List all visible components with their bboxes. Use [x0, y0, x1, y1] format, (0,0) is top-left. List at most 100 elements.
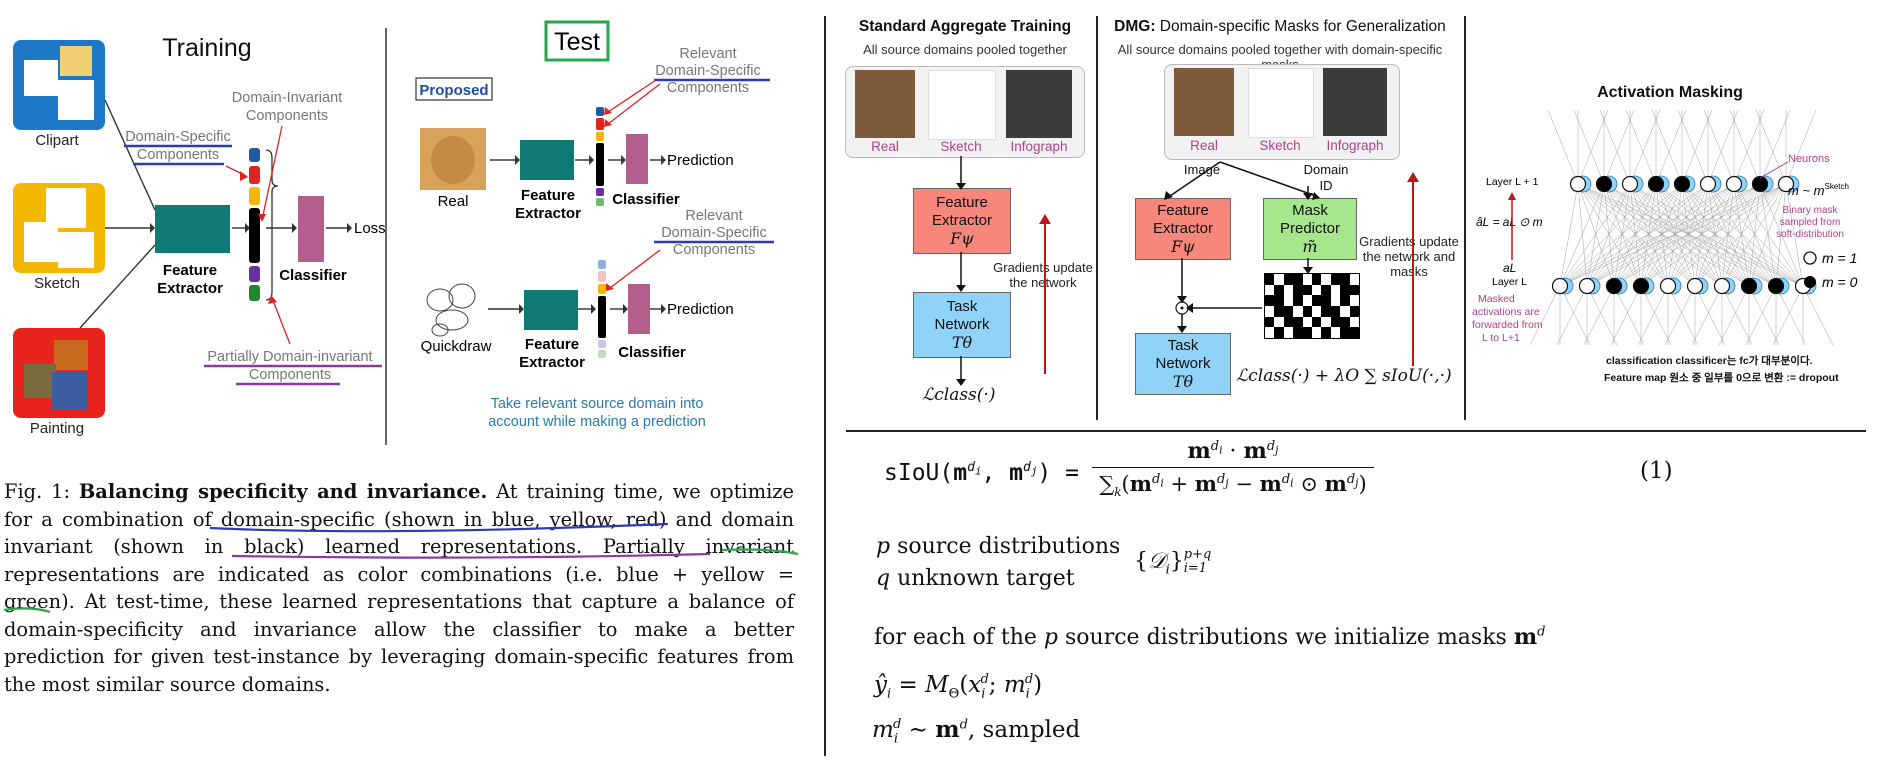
take-relevant-note-1: Take relevant source domain into: [491, 396, 704, 412]
neuron: [1659, 277, 1677, 295]
caption-text: At training time, we optimize for a comb…: [4, 480, 794, 696]
train-classifier-label: Classifier: [279, 267, 347, 284]
legend-m1-marker: [1803, 251, 1817, 265]
standard-image-infograph: [1006, 70, 1072, 138]
neuron: [1551, 277, 1569, 295]
mask-cell: [1283, 316, 1294, 328]
init-masks-text: for each of the p source distributions w…: [874, 624, 1546, 650]
training-title: Training: [162, 34, 251, 62]
relevant-2-line3: Components: [673, 242, 755, 258]
standard-task-network: Task Network Tθ: [913, 292, 1011, 358]
p-source-text: p source distributions: [876, 534, 1121, 559]
standard-label-real: Real: [871, 139, 899, 154]
siou-name: sIoU(mdi, mdj) =: [884, 460, 1079, 486]
mask-cell: [1265, 295, 1275, 306]
train-feature-vector: [249, 148, 260, 301]
mask-cell: [1265, 274, 1275, 285]
mask-cell: [1312, 274, 1322, 285]
mask-cell: [1302, 295, 1312, 306]
activation-title: Activation Masking: [1597, 84, 1743, 101]
mask-cell: [1312, 295, 1322, 306]
mask-cell: [1321, 327, 1331, 338]
mask-cell: [1283, 327, 1294, 338]
standard-image-real: [855, 70, 915, 138]
mask-cell: [1283, 274, 1294, 285]
neuron: [1725, 175, 1743, 193]
dmg-image-label: Image: [1183, 162, 1221, 177]
mask-cell: [1340, 316, 1350, 328]
mask-cell: [1321, 295, 1331, 306]
mask-cell: [1274, 306, 1284, 317]
dmg-label-real: Real: [1190, 138, 1218, 153]
domain-invariant-label-1: Domain-Invariant: [232, 90, 342, 106]
domain-invariant-label-2: Components: [246, 108, 328, 124]
q-target-text: q unknown target: [876, 566, 1075, 591]
mask-cell: [1293, 306, 1303, 317]
mask-cell: [1321, 274, 1331, 285]
mask-cell: [1283, 306, 1294, 317]
korean-note-1: classification classificer는 fc가 대부분이다.: [1606, 355, 1813, 367]
dmg-title-bold: DMG:: [1114, 18, 1156, 35]
test-classifier-1-label: Classifier: [612, 191, 680, 208]
mask-cell: [1340, 306, 1350, 317]
caption-annotations: [3, 522, 799, 614]
mask-cell: [1312, 316, 1322, 328]
clipart-tile: [13, 40, 105, 130]
masked-note-4: L to L+1: [1482, 332, 1520, 344]
dmg-image-sketch: [1248, 68, 1314, 138]
dmg-fe-symbol: Fψ: [1171, 237, 1195, 256]
train-fe-label-1: Feature: [163, 262, 217, 279]
painting-tile: [13, 328, 105, 418]
standard-fe-text: Feature Extractor: [931, 194, 992, 229]
sampled-equation: mid ∼ md, sampled: [872, 716, 1081, 747]
relevant-2-line2: Domain-Specific: [661, 225, 767, 241]
mask-cell: [1312, 306, 1322, 317]
legend-m0-label: m = 0: [1822, 274, 1858, 290]
test-fe2-label-2: Extractor: [519, 354, 585, 371]
left-figure: Clipart Sketch Painting Training Feature…: [13, 20, 774, 445]
dmg-label-sketch: Sketch: [1259, 138, 1301, 153]
neuron: [1578, 277, 1596, 295]
standard-title: Standard Aggregate Training: [858, 18, 1072, 35]
dmg-mp-symbol: m̃: [1302, 237, 1318, 256]
domain-specific-label-2: Components: [137, 147, 219, 163]
mask-cell: [1274, 316, 1284, 328]
domain-label-sketch: Sketch: [34, 275, 80, 292]
relevant-1-line3: Components: [667, 80, 749, 96]
mask-cell: [1274, 295, 1284, 306]
standard-tn-text: Task Network: [934, 298, 990, 333]
test-title-box: [544, 20, 610, 62]
mask-cell: [1349, 316, 1359, 328]
standard-label-infograph: Infograph: [1010, 139, 1068, 154]
activation-network: Neurons Layer L + 1 âL = aL ⊙ m aL Layer…: [1472, 110, 1858, 346]
relevant-1-line2: Domain-Specific: [655, 63, 761, 79]
mask-cell: [1265, 327, 1275, 338]
loss-label: Loss: [354, 220, 386, 237]
mask-cell: [1312, 284, 1322, 296]
masked-note-3: forwarded from: [1472, 319, 1543, 331]
legend-m0-marker: [1804, 276, 1816, 288]
neuron: [1740, 277, 1758, 295]
partially-invariant-label-2: Components: [249, 367, 331, 383]
mask-cell: [1330, 316, 1341, 328]
test-classifier-2: [628, 284, 650, 334]
test-classifier-2-label: Classifier: [618, 344, 686, 361]
train-fe-label-2: Extractor: [157, 280, 223, 297]
mask-cell: [1293, 295, 1303, 306]
standard-gradients-note: Gradients update the network: [993, 260, 1093, 290]
mask-cell: [1274, 274, 1284, 285]
korean-note-2: Feature map 원소 중 일부를 0으로 변환 := dropout: [1604, 372, 1839, 384]
mask-cell: [1340, 295, 1350, 306]
standard-arrows: [956, 156, 1051, 386]
test-title: Test: [554, 28, 600, 56]
sketch-tile: [13, 183, 105, 273]
dmg-label-infograph: Infograph: [1326, 138, 1384, 153]
neuron: [1777, 175, 1795, 193]
layer-top-label: Layer L + 1: [1486, 176, 1539, 188]
mask-cell: [1265, 284, 1275, 296]
mask-cell: [1321, 284, 1331, 296]
dmg-task-network: Task Network Tθ: [1135, 333, 1231, 395]
mask-cell: [1349, 295, 1359, 306]
mask-cell: [1274, 284, 1284, 296]
mask-cell: [1349, 284, 1359, 296]
